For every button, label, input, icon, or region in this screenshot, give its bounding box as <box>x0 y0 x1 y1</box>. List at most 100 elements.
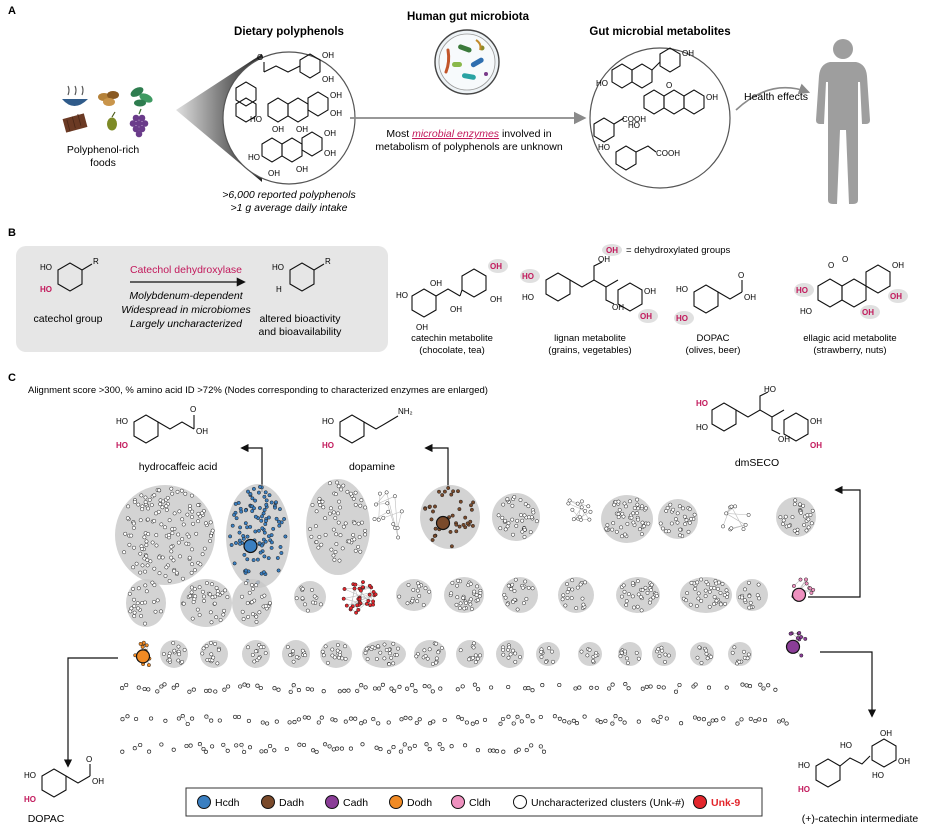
cluster-small <box>414 717 422 725</box>
ssn-node <box>220 590 225 595</box>
ssn-node <box>310 503 315 507</box>
cluster-small <box>673 682 682 694</box>
ssn-node <box>464 720 469 725</box>
cluster-small <box>748 716 762 724</box>
ssn-node <box>364 646 369 651</box>
ssn-node <box>661 685 666 690</box>
cluster-uncharacterized <box>444 577 484 613</box>
cluster-small <box>217 718 222 723</box>
ssn-node <box>391 641 396 646</box>
ssn-node <box>804 581 809 586</box>
ssn-node <box>230 523 235 528</box>
svg-text:OH: OH <box>268 169 280 178</box>
ssn-node <box>161 652 166 656</box>
ssn-node <box>257 610 262 615</box>
ssn-node <box>263 651 268 656</box>
ssn-node <box>384 648 389 652</box>
ssn-node <box>132 545 136 550</box>
legend-label-7: Unk-9 <box>711 797 740 809</box>
cluster-small <box>463 743 468 748</box>
ssn-node <box>333 516 338 521</box>
ssn-node <box>511 600 516 604</box>
svg-text:OH: OH <box>490 295 502 304</box>
cluster-small <box>398 742 412 754</box>
ssn-node <box>458 648 463 653</box>
ssn-node <box>333 492 338 497</box>
ssn-node <box>636 719 641 724</box>
ssn-node <box>331 553 336 558</box>
ssn-node <box>253 514 258 519</box>
ssn-node <box>472 589 477 594</box>
ssn-node <box>354 610 359 615</box>
ssn-node <box>189 590 194 595</box>
ssn-node <box>196 511 201 516</box>
ssn-node <box>346 688 351 693</box>
ssn-node <box>798 502 802 507</box>
cluster-small <box>330 717 338 723</box>
ssn-node <box>264 502 269 507</box>
ssn-node <box>196 503 201 508</box>
ssn-node <box>136 685 141 690</box>
ssn-node <box>511 532 515 537</box>
ssn-node <box>335 648 340 653</box>
ssn-node <box>296 717 301 722</box>
petri-dish-icon <box>434 29 500 95</box>
ssn-node <box>180 517 185 522</box>
ssn-node <box>563 603 568 608</box>
ssn-node <box>405 601 410 606</box>
ssn-node <box>619 650 624 655</box>
ssn-node <box>373 592 378 597</box>
ssn-node <box>284 746 289 752</box>
ssn-node <box>357 597 362 602</box>
ssn-node <box>604 526 609 531</box>
ssn-node <box>570 507 575 512</box>
ssn-node <box>260 514 264 519</box>
ssn-node <box>729 526 734 531</box>
ssn-node <box>575 585 580 590</box>
ssn-node <box>671 507 676 512</box>
ssn-node <box>250 496 255 501</box>
ssn-node <box>222 608 227 613</box>
ssn-node <box>171 558 176 563</box>
cluster-uncharacterized <box>414 640 446 668</box>
ssn-node <box>152 583 157 588</box>
svg-text:HO: HO <box>248 153 260 162</box>
ssn-node <box>131 586 135 591</box>
ssn-node <box>188 507 192 512</box>
ssn-node <box>783 514 788 519</box>
cluster-small <box>524 743 534 753</box>
cluster-small <box>758 682 771 691</box>
ssn-node <box>747 605 752 610</box>
cluster-small <box>691 682 698 689</box>
ssn-node <box>257 541 262 546</box>
ssn-node <box>681 506 685 511</box>
ssn-node <box>316 545 321 550</box>
ssn-node <box>611 521 616 526</box>
ssn-node <box>131 521 136 526</box>
ssn-node <box>411 587 416 592</box>
ssn-node <box>428 721 433 726</box>
characterized-enzyme-node <box>791 587 807 602</box>
ssn-node <box>707 604 712 609</box>
svg-text:COOH: COOH <box>622 115 646 124</box>
ssn-node <box>668 502 673 507</box>
ssn-node <box>323 516 328 521</box>
ssn-node <box>520 518 525 523</box>
ssn-node <box>269 545 274 550</box>
cluster-uncharacterized <box>492 493 540 541</box>
cluster-uncharacterized <box>160 640 188 668</box>
ssn-node <box>146 532 151 537</box>
ssn-node <box>423 654 428 658</box>
ssn-node <box>249 583 254 587</box>
ssn-node <box>330 647 335 652</box>
ssn-node <box>144 539 149 544</box>
lignan-metabolite-source: (grains, vegetables) <box>548 345 631 356</box>
cluster-small <box>171 747 176 752</box>
ssn-node <box>510 582 515 587</box>
ssn-node <box>468 581 473 586</box>
ssn-node <box>232 561 237 566</box>
ssn-node <box>565 582 569 586</box>
ssn-node <box>610 527 615 532</box>
ssn-node <box>145 517 150 522</box>
dopamine-label: dopamine <box>349 461 395 473</box>
